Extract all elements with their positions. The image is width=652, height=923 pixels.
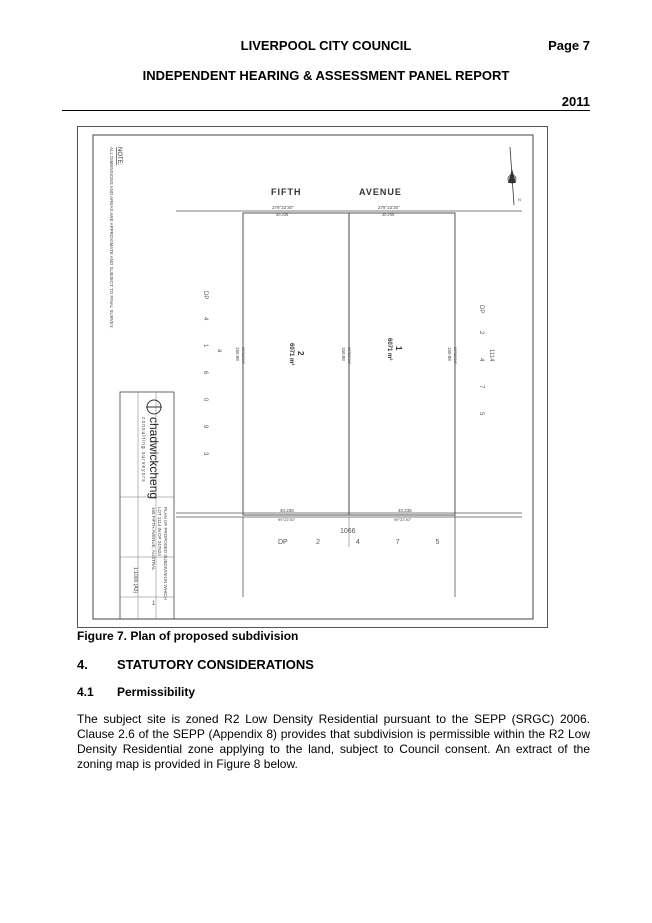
dp-right-lot: 1114 <box>488 349 494 362</box>
bottom-right-distance: 40.235 <box>398 508 412 513</box>
firm-name: chadwickcheng <box>147 417 161 499</box>
street-name-1: FIFTH <box>271 187 302 197</box>
dp-left-letter: a <box>216 349 222 353</box>
top-right-bearing: 279°22'30" <box>378 205 400 210</box>
lot-2-number: 2 <box>296 351 305 356</box>
bottom-left-distance: 40.235 <box>280 508 294 513</box>
lot-1-boundary <box>348 212 456 516</box>
street-name-2: AVENUE <box>359 187 402 197</box>
report-year: 2011 <box>561 94 590 109</box>
bottom-left-bearing: 99°22'30" <box>278 517 296 522</box>
side-bearing-middle: 09°22'30" <box>347 347 352 365</box>
side-dim-left: 150.88 <box>235 347 240 361</box>
title-block-line-2: LOT 1114 IN DP 247524 <box>157 507 162 556</box>
plan-scale: 1:1000 (A3) <box>132 567 138 593</box>
plan-inner-border <box>92 134 534 620</box>
top-left-distance: 40.235 <box>276 212 289 217</box>
figure-caption: Figure 7. Plan of proposed subdivision <box>77 629 299 643</box>
sheet-number: 1 <box>152 601 156 607</box>
plan-note-label: NOTE: <box>116 147 122 166</box>
title-block-line-3: 165 FIFTH AVENUE, AUSTRAL <box>151 507 156 571</box>
permissibility-paragraph: The subject site is zoned R2 Low Density… <box>77 712 590 771</box>
side-dim-middle: 150.88 <box>341 347 346 361</box>
dp-right-label: DP <box>478 305 484 313</box>
dp-bottom-label: DP <box>278 539 288 546</box>
firm-logo: chadwickcheng consulting surveyors <box>140 399 162 499</box>
dp-bottom-lot: 1066 <box>340 528 356 535</box>
plan-drawing: chadwickcheng consulting surveyors PLAN … <box>92 134 534 620</box>
title-block <box>119 391 175 620</box>
lot-2-area: 6071 m² <box>288 343 295 365</box>
side-dim-right: 150.88 <box>447 347 452 361</box>
subsection-title: Permissibility <box>117 685 196 699</box>
title-block-line-1: PLAN OF PROPOSED SUBDIVISION WHICH <box>163 507 168 600</box>
report-title: INDEPENDENT HEARING & ASSESSMENT PANEL R… <box>142 68 510 83</box>
top-left-bearing: 279°22'30" <box>272 205 294 210</box>
subsection-number: 4.1 <box>77 685 94 699</box>
dp-left-number: 4 1 6 0 9 3 <box>202 317 208 466</box>
dp-bottom-number: 2 4 7 5 <box>316 539 456 546</box>
section-heading: 4. STATUTORY CONSIDERATIONS <box>77 657 314 672</box>
bottom-right-bearing: 99°22'30" <box>394 517 412 522</box>
north-arrow: N <box>507 146 521 206</box>
dp-right-number: 2 4 7 5 <box>478 331 484 426</box>
side-bearing-left: 09°22'30" <box>241 347 246 365</box>
council-name: LIVERPOOL CITY COUNCIL <box>240 38 412 53</box>
lot-1-area: 6071 m² <box>386 338 393 360</box>
top-right-distance: 40.235 <box>382 212 395 217</box>
section-title: STATUTORY CONSIDERATIONS <box>117 657 314 672</box>
page-number: Page 7 <box>548 38 590 53</box>
lot-2-boundary <box>242 212 350 516</box>
header-rule <box>62 110 590 111</box>
firm-subtitle: consulting surveyors <box>140 417 146 483</box>
section-number: 4. <box>77 657 88 672</box>
dp-left-label: DP <box>202 291 208 299</box>
side-bearing-right: 09°22'30" <box>453 347 458 365</box>
north-label: N <box>518 197 521 202</box>
subsection-heading: 4.1 Permissibility <box>77 685 195 699</box>
plan-note-text: ALL DIMENSIONS AND AREAS ARE APPROXIMATE… <box>109 147 114 328</box>
subdivision-plan-figure: chadwickcheng consulting surveyors PLAN … <box>77 126 548 628</box>
lot-1-number: 1 <box>394 346 403 351</box>
